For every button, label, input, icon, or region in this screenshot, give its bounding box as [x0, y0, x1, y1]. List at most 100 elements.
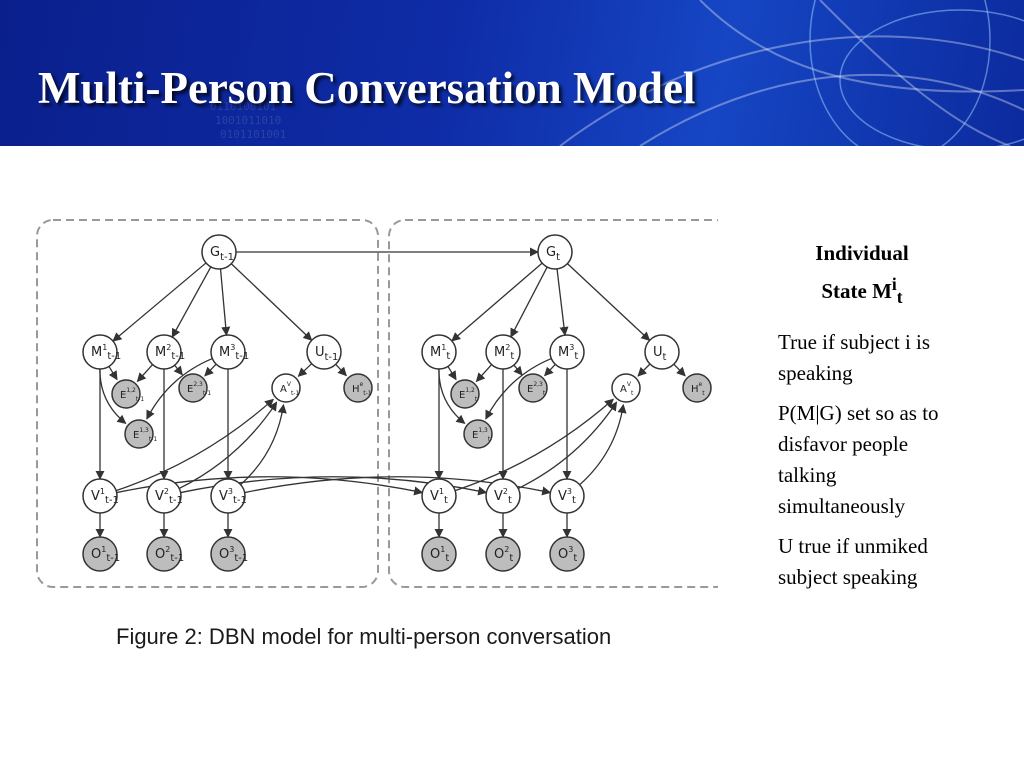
node-label-Hep: Het-1 [352, 381, 372, 397]
node-label-M1p: M1t-1 [91, 343, 121, 362]
node-label-M2c: M2t [494, 343, 514, 362]
edge-Up-to-Avp [297, 363, 313, 377]
node-circle-M1c [421, 334, 457, 370]
edge-Up-to-Hep [335, 363, 347, 377]
edge-Uc-to-Hec [673, 363, 686, 377]
node-label-Avp: AVt-1 [280, 381, 299, 397]
notes-heading-sub: t [896, 287, 903, 308]
edge-Gc-to-M3c [556, 268, 569, 337]
edge-M3c-to-E13c [485, 357, 552, 420]
node-label-M3p: M3t-1 [219, 343, 249, 362]
node-label-V2p: V2t-1 [155, 487, 183, 506]
node-label-V3p: V3t-1 [219, 487, 247, 506]
node-label-E12c: E1,2t [459, 387, 478, 403]
node-label-O3p: O3t-1 [219, 545, 248, 564]
node-label-Gp: Gt-1 [210, 245, 234, 263]
node-circle-E13c [463, 419, 493, 449]
node-circle-E12p [111, 379, 141, 409]
node-circle-E23c [518, 373, 548, 403]
edge-M1c-to-E12c [447, 366, 457, 381]
edge-M2c-to-E12c [475, 364, 493, 383]
node-E23c: E2,3t [518, 373, 548, 403]
node-label-V3c: V3t [558, 487, 576, 506]
slide-header-banner: 0110100101 1001011010 0101101001 Multi-P… [0, 0, 1024, 146]
node-E23p: E2,3t-1 [178, 373, 211, 403]
svg-text:0101101001: 0101101001 [220, 128, 286, 141]
node-circle-Gc [537, 234, 573, 270]
edge-Gc-to-Uc [566, 263, 651, 342]
node-circle-Avc [611, 373, 641, 403]
node-label-O1p: O1t-1 [91, 545, 120, 564]
node-O2p: O2t-1 [146, 536, 184, 572]
node-circle-M2c [485, 334, 521, 370]
node-V1c: V1t [421, 478, 457, 514]
node-circle-Hec [682, 373, 712, 403]
node-E13p: E1,3t-1 [124, 419, 157, 449]
decorative-swirl-graphic: 0110100101 1001011010 0101101001 [210, 0, 1024, 146]
node-label-M1c: M1t [430, 343, 450, 362]
node-M2c: M2t [485, 334, 521, 370]
svg-text:0110100101: 0110100101 [210, 100, 276, 113]
node-circle-O2p [146, 536, 182, 572]
node-label-E23p: E2,3t-1 [187, 381, 211, 397]
node-Up: Ut-1 [306, 334, 342, 370]
node-Gc: Gt [537, 234, 573, 270]
node-circle-E13p [124, 419, 154, 449]
note-disfavor: P(M|G) set so as to disfavor people talk… [778, 401, 939, 519]
node-circle-E12c [450, 379, 480, 409]
node-label-V1c: V1t [430, 487, 448, 506]
node-circle-E23p [178, 373, 208, 403]
node-circle-O2c [485, 536, 521, 572]
node-V2c: V2t [485, 478, 521, 514]
edge-M2c-to-E23c [513, 364, 523, 376]
edge-V2c-to-Avc [517, 401, 618, 490]
figure-caption: Figure 2: DBN model for multi-person con… [116, 624, 612, 649]
node-label-Gc: Gt [546, 245, 560, 263]
node-label-M3c: M3t [558, 343, 578, 362]
node-V3c: V3t [549, 478, 585, 514]
notes-panel: Individual State Mit True if subject i i… [778, 238, 963, 602]
node-circle-M3c [549, 334, 585, 370]
node-Hep: Het-1 [343, 373, 373, 403]
node-V1p: V1t-1 [82, 478, 119, 514]
node-label-O3c: O3t [558, 545, 577, 564]
node-circle-V3c [549, 478, 585, 514]
node-label-E12p: E1,2t-1 [120, 387, 144, 403]
node-M3c: M3t [549, 334, 585, 370]
node-label-O2p: O2t-1 [155, 545, 184, 564]
time-slice-t-minus-1-frame [36, 219, 379, 588]
edge-V3p-to-Avp [240, 403, 287, 486]
edge-Gp-to-Up [230, 263, 313, 341]
node-circle-M1p [82, 334, 118, 370]
node-O3p: O3t-1 [210, 536, 248, 572]
notes-heading-sup: i [891, 274, 897, 294]
edge-M3c-to-E23c [544, 363, 556, 377]
node-label-M2p: M2t-1 [155, 343, 185, 362]
node-label-O2c: O2t [494, 545, 513, 564]
node-circle-M2p [146, 334, 182, 370]
node-circle-M3p [210, 334, 246, 370]
node-E13c: E1,3t [463, 419, 493, 449]
node-M2p: M2t-1 [146, 334, 185, 370]
edges-layer [95, 247, 686, 538]
node-circle-V1c [421, 478, 457, 514]
node-circle-Gp [201, 234, 237, 270]
node-E12p: E1,2t-1 [111, 379, 144, 409]
node-circle-V2c [485, 478, 521, 514]
edge-Uc-to-Avc [637, 363, 651, 377]
node-O1c: O1t [421, 536, 457, 572]
node-circle-V2p [146, 478, 182, 514]
node-circle-V3p [210, 478, 246, 514]
edge-V1p-to-Avp [115, 398, 274, 492]
svg-text:1001011010: 1001011010 [215, 114, 281, 127]
node-circle-Hep [343, 373, 373, 403]
edge-M3p-to-E13p [146, 357, 213, 420]
node-label-E23c: E2,3t [527, 381, 546, 397]
node-label-E13c: E1,3t [472, 427, 491, 443]
edge-Gp-to-M2p [171, 266, 212, 338]
node-label-O1c: O1t [430, 545, 449, 564]
node-M3p: M3t-1 [210, 334, 249, 370]
node-label-Uc: Ut [653, 345, 667, 363]
node-label-Avc: AVt [620, 381, 634, 397]
